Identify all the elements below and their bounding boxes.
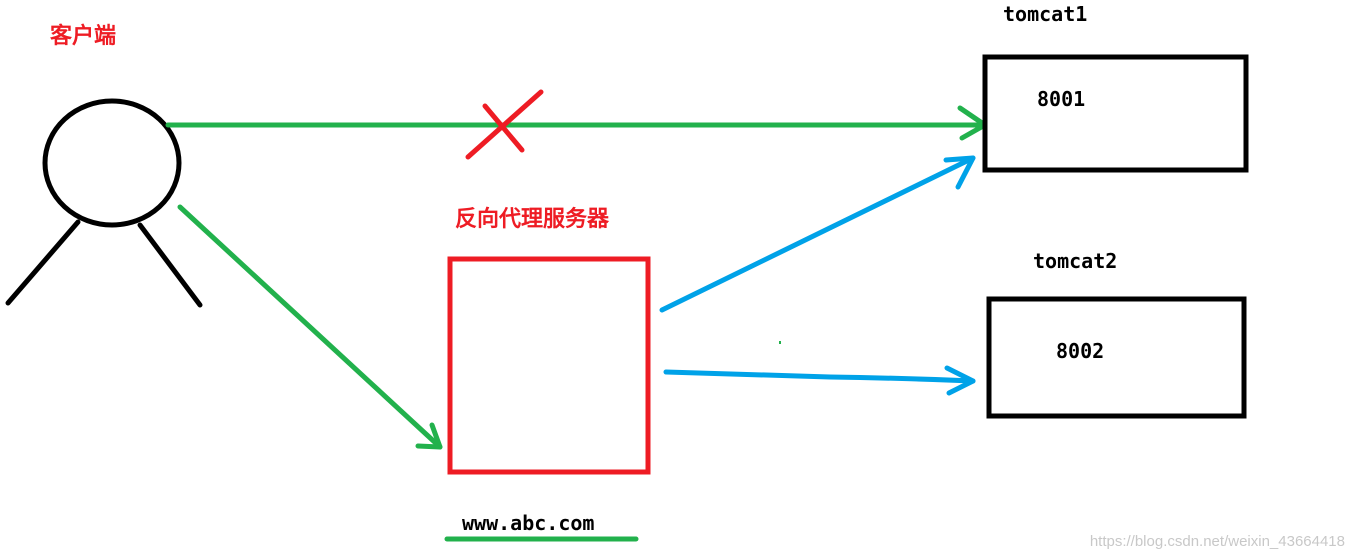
- blocked-cross-icon: [465, 89, 544, 160]
- client-figure-icon: [5, 98, 203, 308]
- direct-access-arrow: [165, 105, 988, 141]
- tomcat2-label: tomcat2: [1033, 249, 1117, 273]
- client-label: 客户端: [50, 23, 116, 49]
- reverse-proxy-label: 反向代理服务器: [455, 206, 610, 232]
- watermark: https://blog.csdn.net/weixin_43664418: [1090, 533, 1345, 550]
- tomcat1-label: tomcat1: [1003, 2, 1087, 26]
- tomcat1-box: [982, 54, 1249, 173]
- tomcat1-port: 8001: [1037, 87, 1085, 111]
- proxy-domain-label: www.abc.com: [462, 511, 594, 535]
- reverse-proxy-box: [447, 256, 651, 475]
- client-to-proxy-arrow: [177, 204, 443, 450]
- proxy-to-tomcat1-arrow: [659, 155, 976, 313]
- tomcat2-box: [986, 296, 1247, 419]
- proxy-to-tomcat2-arrow: [663, 365, 976, 396]
- tomcat2-port: 8002: [1056, 339, 1104, 363]
